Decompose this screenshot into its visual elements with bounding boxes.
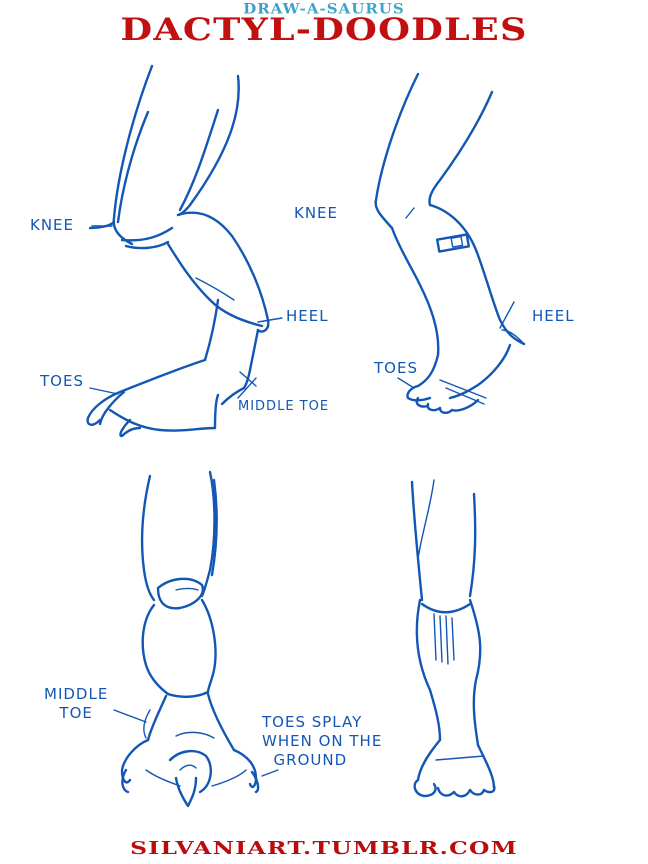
label-heel-human: HEEL: [532, 307, 575, 325]
label-middle-toe-front: MIDDLE TOE: [44, 685, 109, 722]
human-leg-side-drawing: [376, 74, 526, 414]
label-knee-human: KNEE: [294, 204, 339, 222]
label-middle-toe-dino: MIDDLE TOE: [238, 399, 330, 414]
series-title: DRAW-A-SAURUS: [0, 2, 648, 16]
dino-leg-side-drawing: [86, 64, 270, 438]
label-toes-dino: TOES: [40, 372, 84, 390]
label-knee-dino: KNEE: [30, 216, 75, 234]
label-toes-splay-note: TOES SPLAY WHEN ON THE GROUND: [262, 713, 383, 769]
dino-leg-front-drawing: [120, 470, 260, 808]
label-pointer-lines: [89, 225, 515, 777]
human-leg-front-drawing: [410, 479, 496, 798]
label-heel-dino: HEEL: [286, 307, 329, 325]
footer-credit: SILVANIART.TUMBLR.COM: [130, 838, 518, 859]
label-toes-human: TOES: [374, 359, 418, 377]
page-title: DACTYL-DOODLES: [120, 12, 528, 48]
